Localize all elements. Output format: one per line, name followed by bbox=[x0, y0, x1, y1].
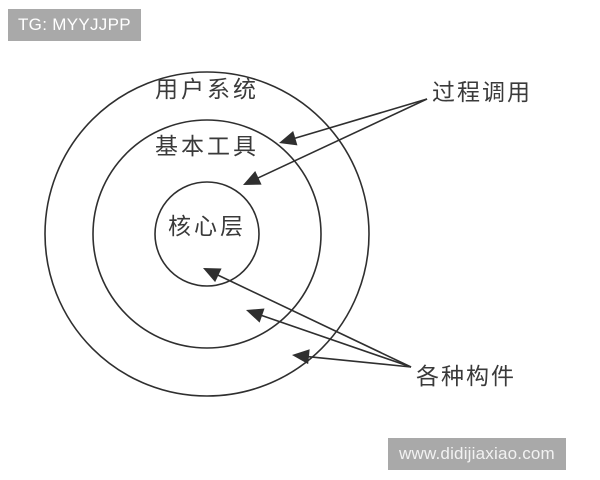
ring-label-outer: 用户系统 bbox=[155, 77, 259, 103]
rings-group bbox=[44, 71, 370, 397]
callout-arrow-shaft-various-components-2 bbox=[305, 355, 412, 368]
callout-arrowhead-procedure-call-1 bbox=[243, 171, 262, 185]
callout-arrowhead-various-components-0 bbox=[203, 268, 222, 283]
ring-label-middle: 基本工具 bbox=[155, 134, 259, 160]
ring-circle-inner bbox=[154, 181, 260, 287]
ring-circle-middle bbox=[92, 119, 322, 349]
ring-circle-outer bbox=[44, 71, 370, 397]
callout-label-various-components: 各种构件 bbox=[416, 364, 516, 390]
callout-arrow-shaft-various-components-1 bbox=[258, 313, 412, 368]
site-watermark: www.didijiaxiao.com bbox=[388, 438, 566, 470]
callout-arrow-shaft-procedure-call-0 bbox=[292, 98, 428, 140]
callout-arrowhead-various-components-1 bbox=[246, 308, 265, 323]
tg-tag-overlay: TG: MYYJJPP bbox=[8, 9, 141, 41]
callout-arrows-group bbox=[203, 98, 428, 368]
callout-label-procedure-call: 过程调用 bbox=[432, 80, 532, 106]
callout-arrow-shaft-various-components-0 bbox=[215, 273, 412, 368]
callout-arrow-shaft-procedure-call-1 bbox=[255, 98, 428, 180]
ring-label-inner: 核心层 bbox=[168, 214, 246, 240]
callout-arrowhead-various-components-2 bbox=[292, 349, 310, 365]
callout-arrowhead-procedure-call-0 bbox=[279, 130, 298, 146]
